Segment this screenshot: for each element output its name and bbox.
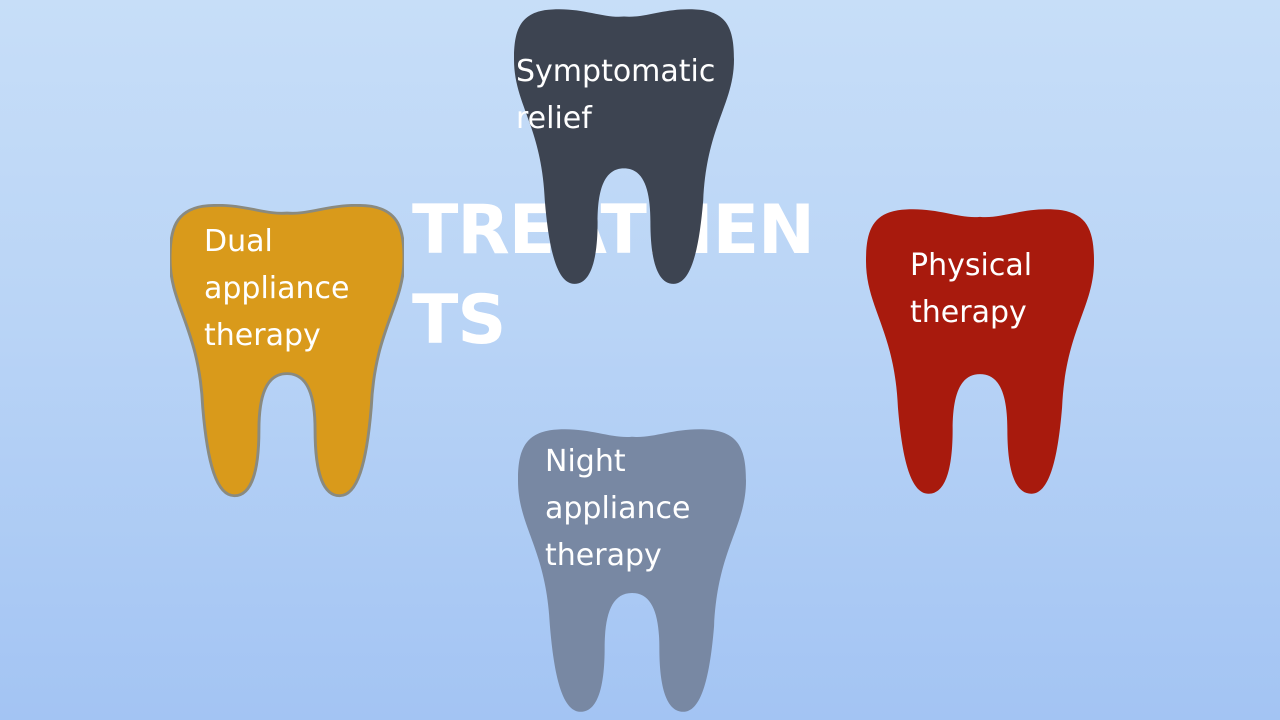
- tooth-icon: [170, 204, 404, 498]
- tooth-label-symptomatic-relief: Symptomatic relief: [516, 54, 716, 136]
- tooth-label-night-appliance-therapy: Night appliance therapy: [545, 444, 691, 573]
- tooth-icon: [518, 429, 746, 712]
- tooth-shape: [170, 204, 404, 498]
- tooth-physical-therapy: Physical therapy: [866, 208, 1094, 496]
- tooth-shape: [514, 9, 734, 284]
- tooth-dual-appliance-therapy: Dual appliance therapy: [170, 204, 404, 498]
- tooth-icon: [514, 9, 734, 284]
- tooth-label-physical-therapy: Physical therapy: [910, 248, 1033, 330]
- tooth-icon: [866, 209, 1094, 494]
- tooth-label-dual-appliance-therapy: Dual appliance therapy: [204, 224, 350, 353]
- tooth-symptomatic-relief: Symptomatic relief: [514, 8, 734, 286]
- tooth-night-appliance-therapy: Night appliance therapy: [518, 428, 746, 714]
- tooth-shape: [518, 429, 746, 712]
- slide-title: TREATMENTS: [412, 191, 815, 360]
- tooth-shape: [866, 209, 1094, 494]
